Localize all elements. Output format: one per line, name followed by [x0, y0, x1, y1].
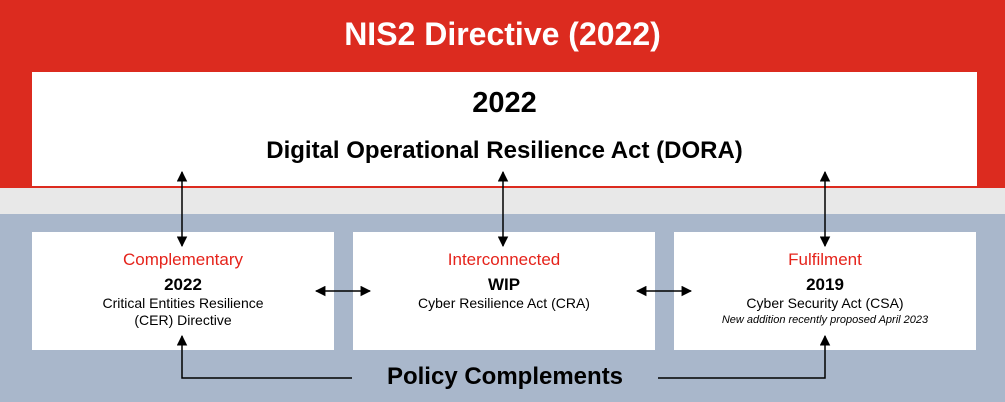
dora-name: Digital Operational Resilience Act (DORA… — [266, 137, 743, 164]
cra-relation: Interconnected — [447, 250, 561, 269]
csa-box: Fulfilment 2019 Cyber Security Act (CSA)… — [674, 232, 976, 350]
cer-name-line-1: Critical Entities Resilience — [102, 295, 264, 311]
cer-year: 2022 — [164, 275, 202, 294]
separator-band — [0, 188, 1005, 214]
cer-relation: Complementary — [123, 250, 243, 269]
csa-name: Cyber Security Act (CSA) — [746, 295, 904, 311]
cra-box: Interconnected WIP Cyber Resilience Act … — [353, 232, 655, 350]
dora-year: 2022 — [472, 87, 537, 119]
cra-year: WIP — [487, 275, 521, 294]
cra-name: Cyber Resilience Act (CRA) — [418, 295, 590, 311]
cer-box: Complementary 2022 Critical Entities Res… — [32, 232, 334, 350]
diagram-title: NIS2 Directive (2022) — [344, 16, 661, 52]
cer-name-line-2: (CER) Directive — [134, 312, 232, 328]
policy-complements-label: Policy Complements — [386, 363, 624, 390]
csa-year: 2019 — [806, 275, 844, 294]
csa-relation: Fulfilment — [788, 250, 862, 269]
csa-note: New addition recently proposed April 202… — [721, 314, 929, 326]
dora-box: 2022 Digital Operational Resilience Act … — [32, 72, 977, 186]
